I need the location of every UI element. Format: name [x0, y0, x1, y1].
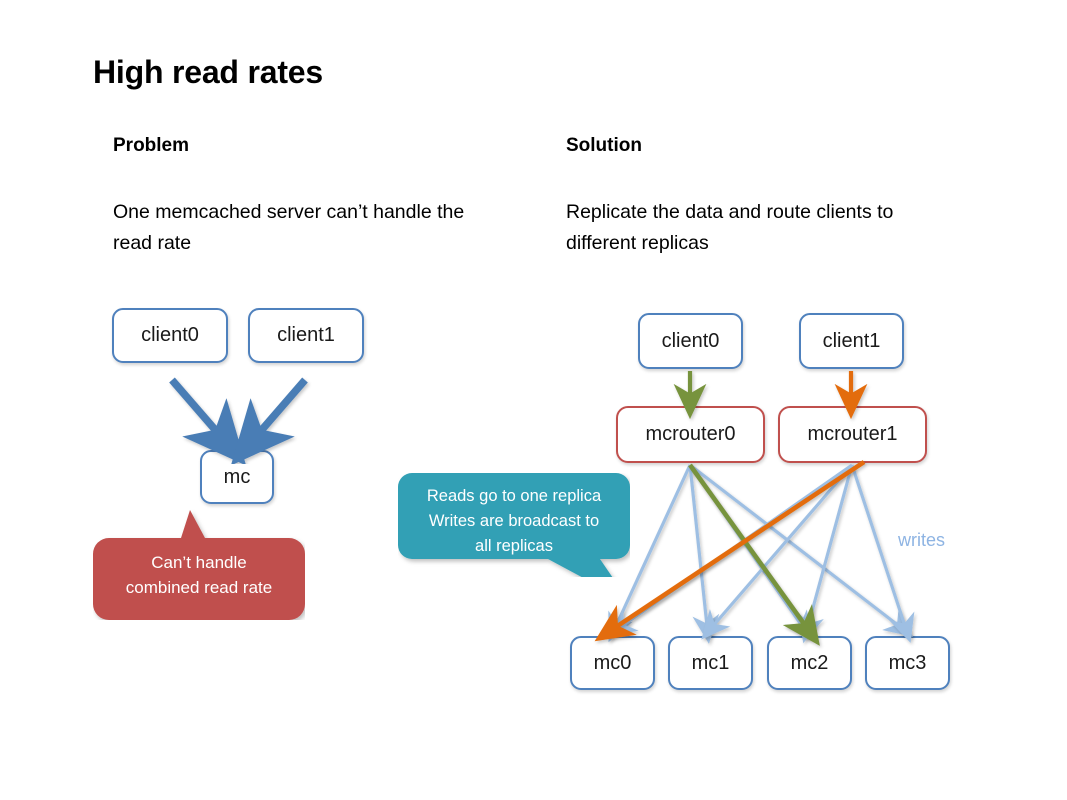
node-problem-client0[interactable]: client0	[112, 308, 228, 363]
solution-callout-text: Reads go to one replica Writes are broad…	[427, 484, 601, 567]
problem-callout-text: Can’t handle combined read rate	[126, 528, 272, 600]
arrow-client0-to-mc	[169, 377, 247, 466]
solution-callout: Reads go to one replica Writes are broad…	[398, 473, 630, 577]
problem-callout-line1: Can’t handle	[151, 553, 247, 572]
arrow-mcrouter0-to-mc1	[688, 464, 720, 644]
problem-description: One memcached server can’t handle the re…	[113, 201, 465, 254]
solution-heading: Solution	[566, 135, 642, 156]
solution-callout-line3: all replicas	[475, 536, 553, 555]
node-mc1[interactable]: mc1	[668, 636, 753, 690]
callout-red-shape	[93, 510, 305, 620]
node-problem-client1[interactable]: client1	[248, 308, 364, 363]
node-mcrouter0[interactable]: mcrouter0	[616, 406, 765, 463]
problem-callout-line2: combined read rate	[125, 578, 273, 597]
callout-teal-shape	[398, 473, 630, 577]
arrow-client1-to-mc	[230, 377, 308, 466]
node-mc2[interactable]: mc2	[767, 636, 852, 690]
node-mc3[interactable]: mc3	[865, 636, 950, 690]
arrow-mcrouter1-to-mc1	[701, 463, 854, 640]
problem-heading: Problem	[113, 135, 190, 156]
solution-callout-line2: Writes are broadcast to	[428, 511, 600, 530]
node-solution-client0[interactable]: client0	[638, 313, 743, 369]
arrow-mcrouter0-to-mc3	[689, 463, 914, 637]
writes-label: writes	[898, 530, 946, 550]
arrow-mcrouter1-to-mc0	[607, 463, 853, 637]
problem-callout: Can’t handle combined read rate	[93, 508, 305, 620]
solution-description: Replicate the data and route clients to …	[566, 201, 894, 254]
page-title: High read rates	[93, 54, 323, 90]
arrow-mcrouter1-to-mc2	[797, 464, 854, 644]
node-problem-mc[interactable]: mc	[200, 450, 274, 504]
arrow-mcrouter0-to-mc2	[688, 464, 813, 641]
node-mc0[interactable]: mc0	[570, 636, 655, 690]
solution-callout-line1: Reads go to one replica	[426, 486, 602, 505]
node-mcrouter1[interactable]: mcrouter1	[778, 406, 927, 463]
node-solution-client1[interactable]: client1	[799, 313, 904, 369]
arrow-read-mcrouter1-to-mc0	[594, 460, 866, 642]
arrow-read-mcrouter0-to-mc2	[688, 463, 820, 646]
